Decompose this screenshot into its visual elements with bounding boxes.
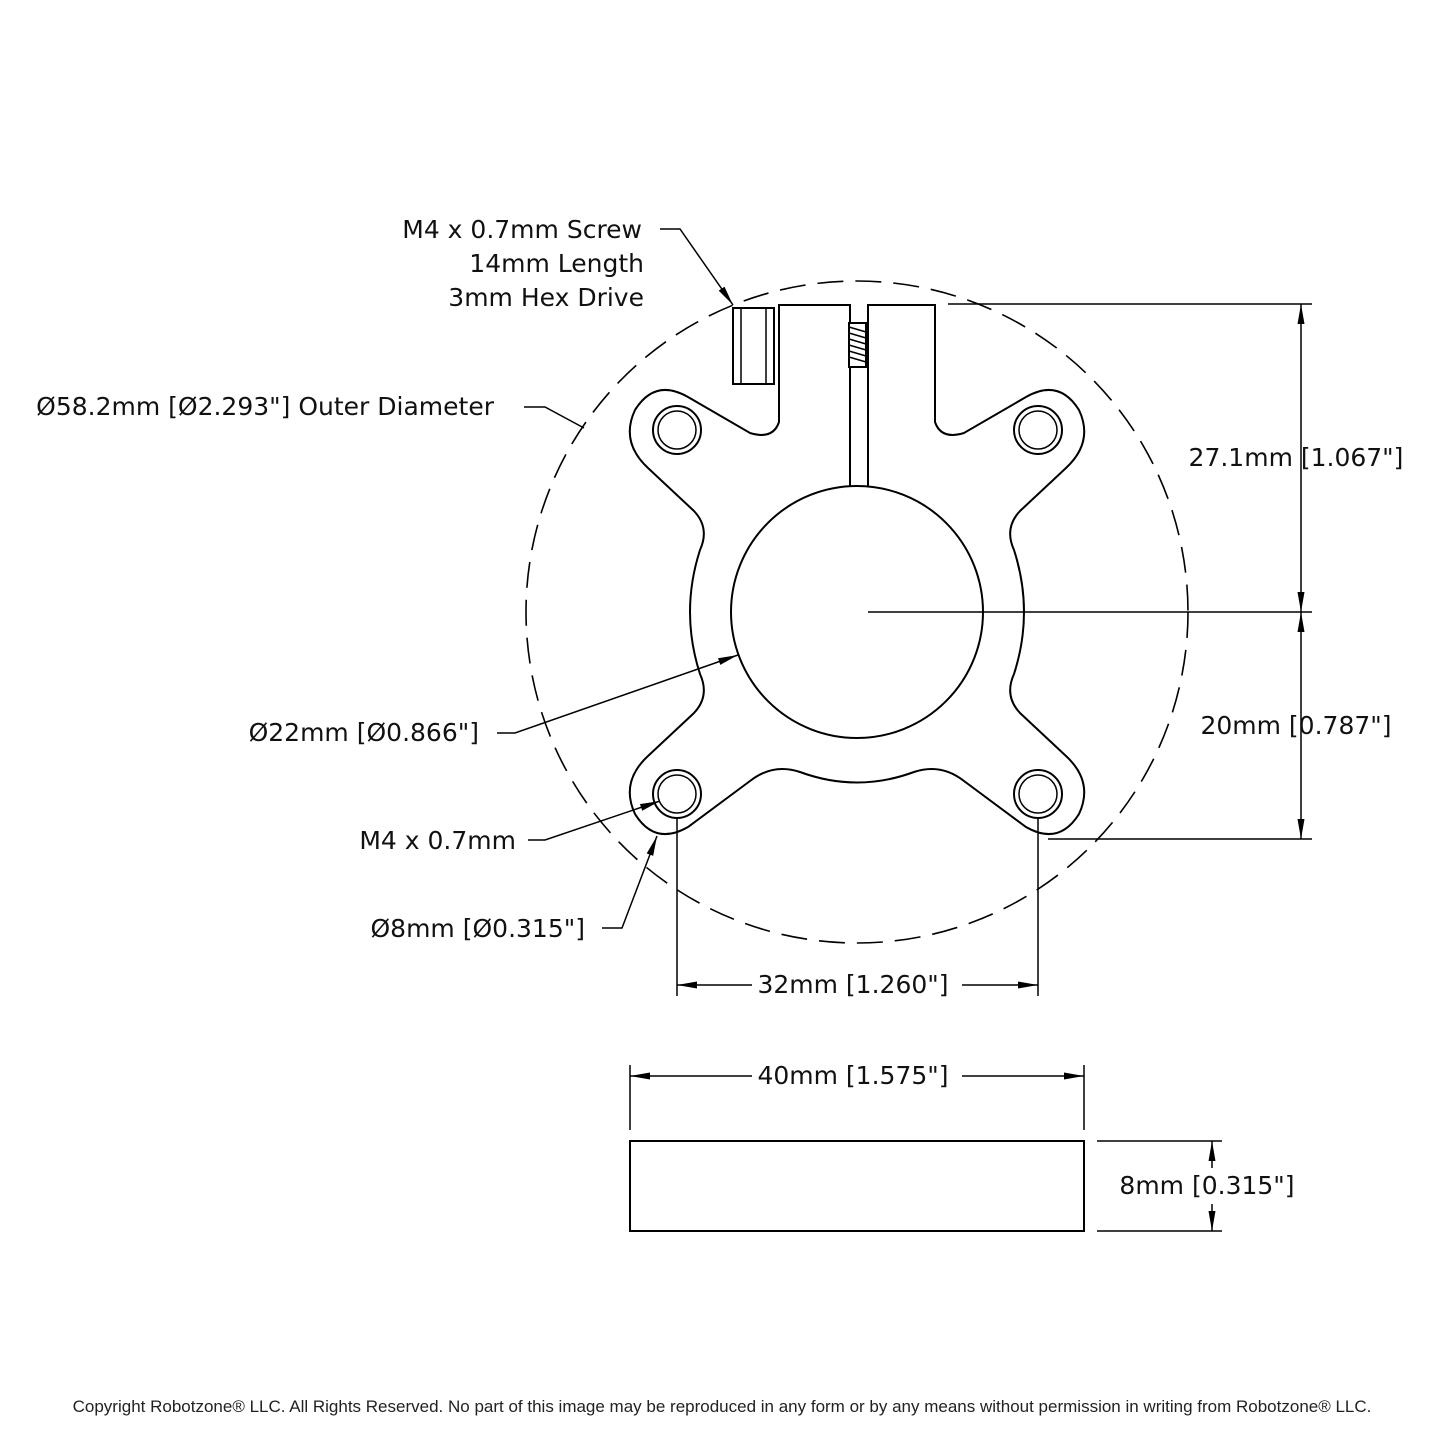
screw-head: [732, 307, 775, 385]
bore-diameter-label: Ø22mm [Ø0.866"]: [249, 718, 479, 747]
thread-size-label: M4 x 0.7mm: [359, 826, 516, 855]
screw-label-line2: 14mm Length: [469, 249, 644, 278]
thread-leader: [528, 800, 661, 841]
outer-diameter-label: Ø58.2mm [Ø2.293"] Outer Diameter: [36, 392, 495, 421]
screw-label-line1: M4 x 0.7mm Screw: [402, 215, 642, 244]
bore-leader: [497, 654, 739, 734]
screw-label-line3: 3mm Hex Drive: [448, 283, 644, 312]
screw-leader: [660, 228, 734, 306]
counterbore-diameter-label: Ø8mm [Ø0.315"]: [371, 914, 586, 943]
top-height-label: 27.1mm [1.067"]: [1189, 443, 1404, 472]
counterbore-leader: [602, 835, 658, 929]
outer-diameter-leader: [524, 406, 585, 429]
width-label: 40mm [1.575"]: [757, 1061, 948, 1090]
hole-spacing-label: 32mm [1.260"]: [757, 970, 948, 999]
bottom-height-label: 20mm [0.787"]: [1200, 711, 1391, 740]
thickness-label: 8mm [0.315"]: [1119, 1171, 1294, 1200]
copyright-notice: Copyright Robotzone® LLC. All Rights Res…: [73, 1397, 1372, 1416]
side-view-body: [629, 1140, 1085, 1232]
screw-thread: [848, 322, 867, 368]
